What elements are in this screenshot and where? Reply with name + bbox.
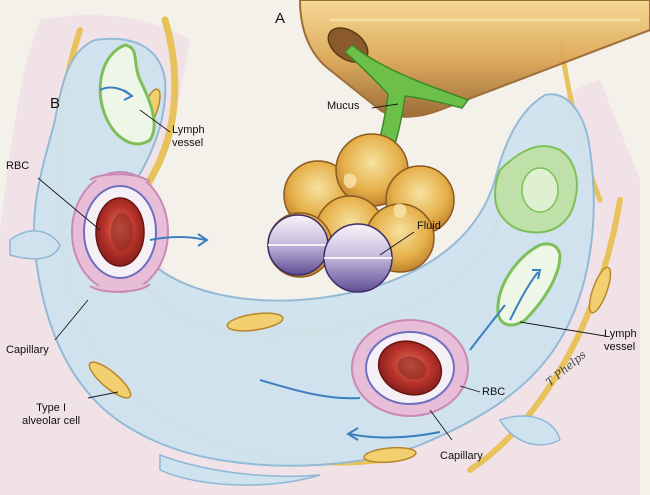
label-rbc-left: RBC bbox=[6, 160, 30, 172]
rbc-right bbox=[377, 340, 443, 396]
label-capillary-left: Capillary bbox=[6, 344, 49, 356]
label-mucus: Mucus bbox=[327, 100, 360, 112]
label-capillary-bottom: Capillary bbox=[440, 450, 483, 462]
lymph-vessel-top bbox=[98, 43, 156, 146]
label-lymph-vessel-right: Lymph vessel bbox=[604, 328, 637, 353]
mucus-plug bbox=[343, 43, 470, 171]
rbc-left bbox=[95, 197, 145, 267]
interstitial-cell bbox=[493, 145, 578, 234]
label-fluid: Fluid bbox=[417, 220, 441, 232]
label-type-i-alveolar-cell: Type I alveolar cell bbox=[22, 402, 81, 427]
label-lymph-vessel-top: Lymph vessel bbox=[172, 124, 205, 149]
panel-label-b: B bbox=[50, 95, 61, 112]
fluid-flow-arrows bbox=[149, 233, 506, 441]
leader-lines bbox=[37, 103, 606, 441]
panel-label-a: A bbox=[275, 10, 286, 27]
fluid-filled-alveoli bbox=[267, 214, 393, 293]
lymph-vessel-right bbox=[496, 242, 562, 327]
label-rbc-right: RBC bbox=[482, 386, 506, 398]
